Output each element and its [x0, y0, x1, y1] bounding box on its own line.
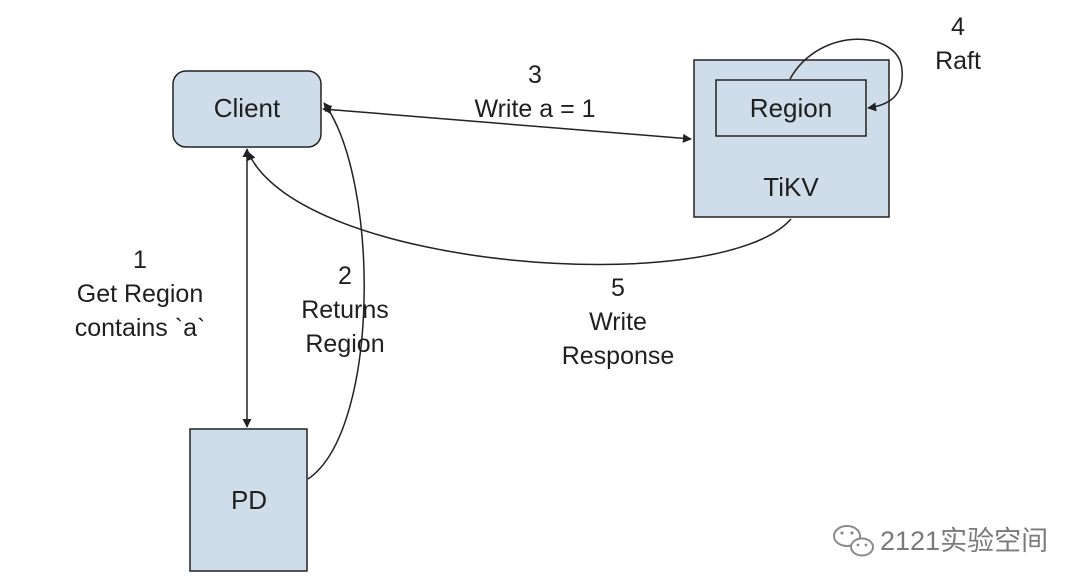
step5-number: 5 — [611, 274, 625, 302]
edge-write-response-arrow — [247, 151, 792, 266]
client-node: Client — [172, 70, 322, 148]
edge-client-tikv-write-arrow — [322, 105, 692, 143]
edge-label-step5: 5 Write Response — [562, 274, 675, 370]
watermark: 2121实验空间 — [833, 525, 1048, 557]
step1-number: 1 — [133, 246, 147, 274]
step5-line1: Write — [589, 308, 647, 336]
edge-pd-returns-region-arrow — [307, 102, 365, 480]
region-box — [715, 79, 867, 137]
step3-line1: Write a = 1 — [474, 95, 595, 123]
step2-number: 2 — [338, 262, 352, 290]
wechat-icon — [833, 525, 874, 557]
step4-line1: Raft — [935, 47, 981, 75]
client-label: Client — [214, 93, 281, 123]
edge-raft-loop-arrow — [789, 38, 903, 112]
client-box — [172, 70, 322, 148]
tikv-label: TiKV — [763, 172, 819, 202]
step2-line1: Returns — [301, 296, 389, 324]
edge-label-step3: 3 Write a = 1 — [474, 61, 595, 123]
pd-box — [189, 428, 308, 572]
tikv-node: Region TiKV — [693, 59, 890, 218]
step1-line1: Get Region — [77, 280, 203, 308]
step3-number: 3 — [528, 61, 542, 89]
edge-label-step4: 4 Raft — [935, 13, 981, 75]
edge-label-step2: 2 Returns Region — [301, 262, 389, 358]
pd-label: PD — [231, 485, 267, 515]
step4-number: 4 — [951, 13, 965, 41]
step2-line2: Region — [305, 330, 384, 358]
step5-line2: Response — [562, 342, 675, 370]
edge-label-step1: 1 Get Region contains `a` — [75, 246, 206, 342]
watermark-text: 2121实验空间 — [880, 526, 1048, 556]
step1-line2: contains `a` — [75, 314, 206, 342]
pd-node: PD — [189, 428, 308, 572]
region-label: Region — [750, 93, 832, 123]
